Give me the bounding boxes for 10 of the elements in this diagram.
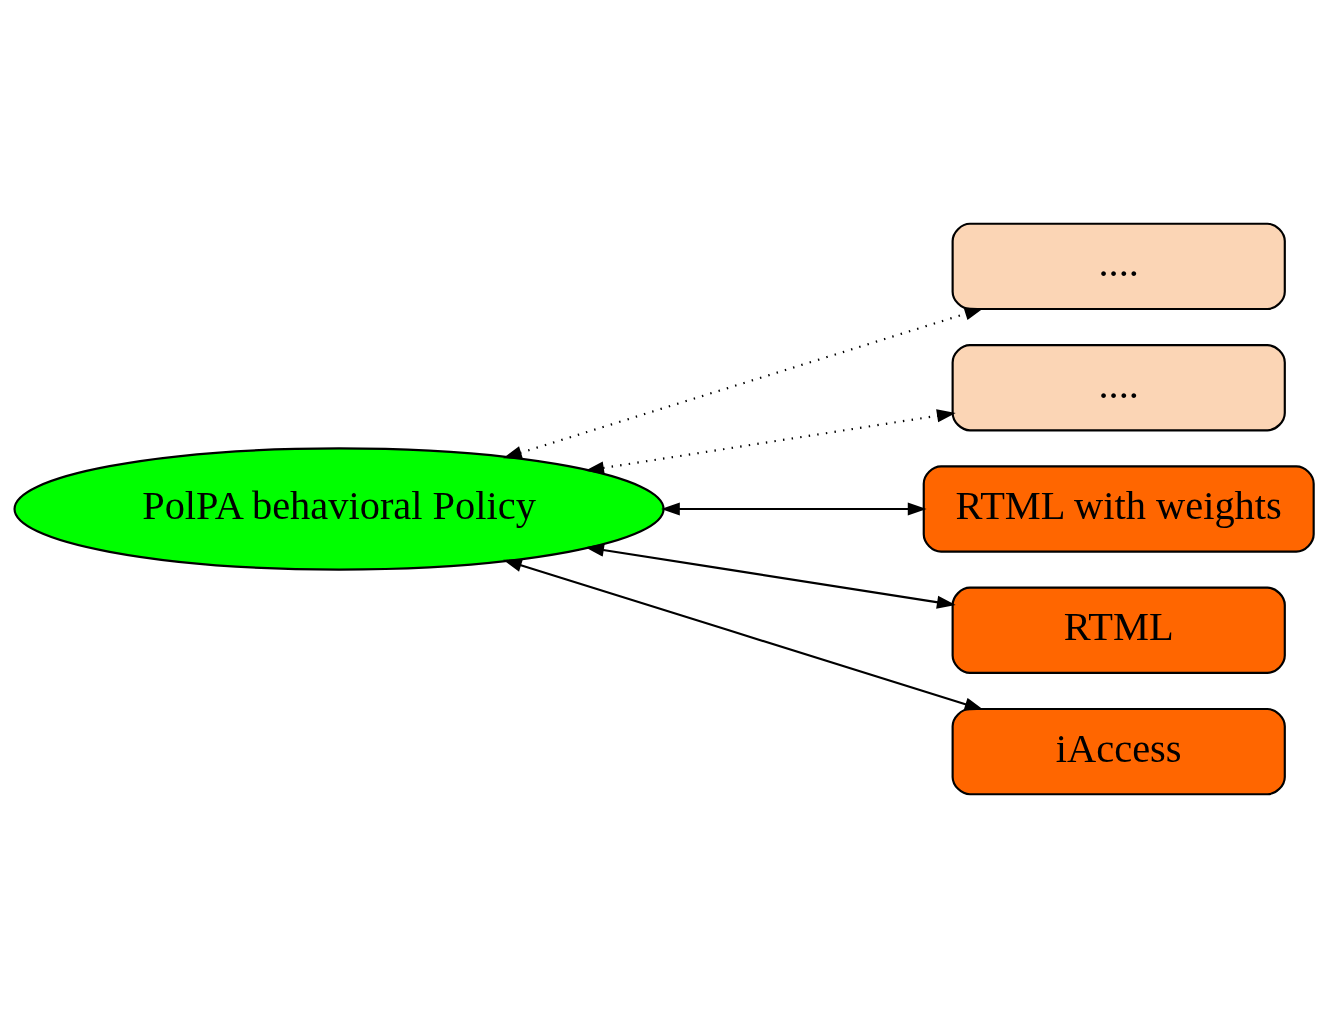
node-box: .... (951, 344, 1286, 432)
arrow (503, 307, 984, 459)
node-box: RTML (951, 586, 1286, 674)
node-box: RTML with weights (922, 465, 1315, 553)
node-box: .... (951, 222, 1286, 311)
arrow (661, 502, 927, 516)
arrow (585, 543, 956, 609)
arrow (585, 409, 956, 475)
arrow (503, 559, 984, 711)
node-box: iAccess (951, 707, 1286, 796)
